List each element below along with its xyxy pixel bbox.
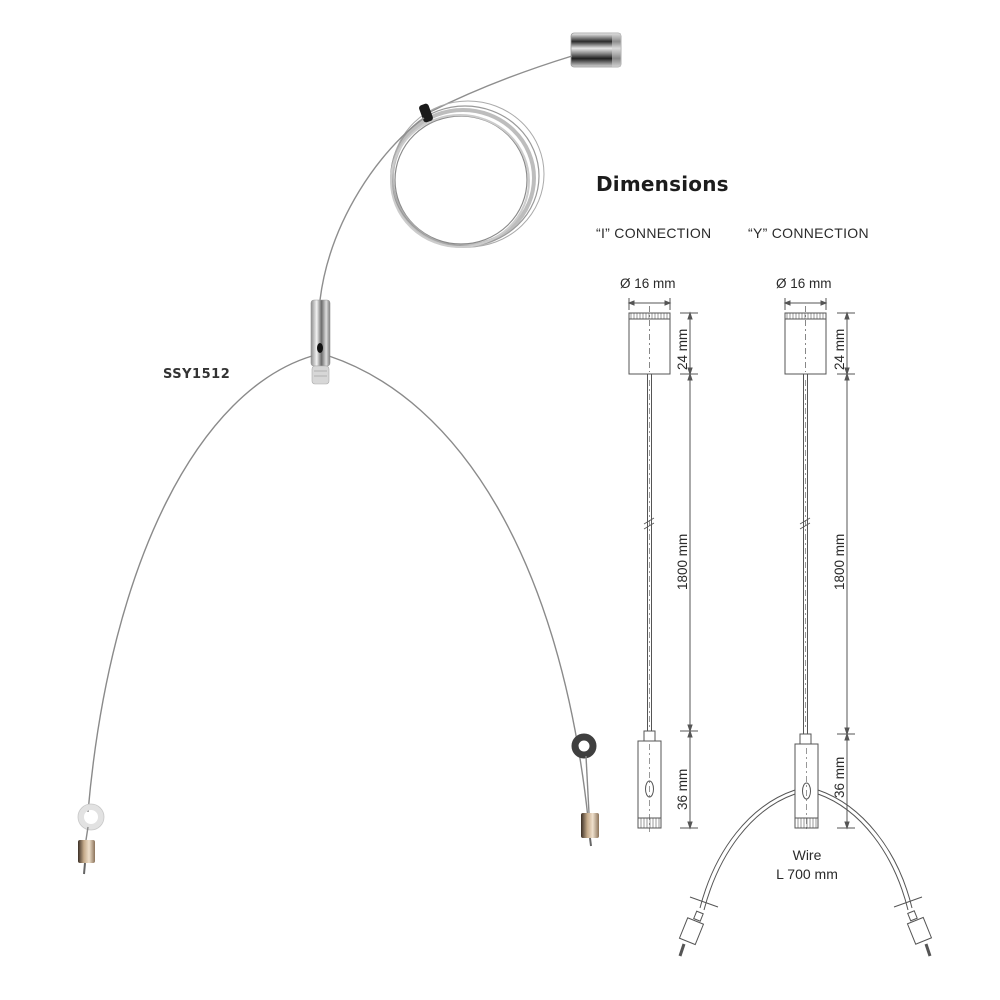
branch-wire-left bbox=[87, 355, 313, 813]
y-splitter-photo bbox=[310, 299, 331, 385]
i-connection-label: “I” CONNECTION bbox=[596, 225, 712, 241]
y-wire-length-label: 1800 mm bbox=[832, 533, 847, 590]
dimensions-title: Dimensions bbox=[596, 172, 729, 196]
y-connection-drawing bbox=[678, 298, 933, 957]
y-cap-height-label: 24 mm bbox=[832, 328, 847, 370]
ceiling-cap-photo bbox=[570, 32, 622, 68]
y-gripper-height-label: 36 mm bbox=[832, 756, 847, 798]
wire-to-splitter bbox=[319, 117, 425, 301]
model-code-label: SSY1512 bbox=[163, 367, 231, 382]
i-cap-height-label: 24 mm bbox=[675, 328, 690, 370]
branch-wire-label: Wire L 700 mm bbox=[752, 846, 862, 884]
left-gripper-photo bbox=[77, 803, 105, 875]
y-connection-label: “Y” CONNECTION bbox=[748, 225, 869, 241]
i-wire-length-label: 1800 mm bbox=[675, 533, 690, 590]
wire-coil-photo bbox=[390, 100, 545, 248]
i-diameter-label: Ø 16 mm bbox=[620, 276, 676, 291]
i-connection-drawing bbox=[627, 298, 698, 832]
branch-wire-line1: Wire bbox=[792, 847, 822, 863]
i-gripper-height-label: 36 mm bbox=[675, 768, 690, 810]
branch-wire-right bbox=[328, 355, 589, 819]
wire-from-cap bbox=[429, 55, 573, 113]
branch-wire-line2: L 700 mm bbox=[776, 866, 838, 882]
y-diameter-label: Ø 16 mm bbox=[776, 276, 832, 291]
right-gripper-photo bbox=[571, 733, 599, 847]
